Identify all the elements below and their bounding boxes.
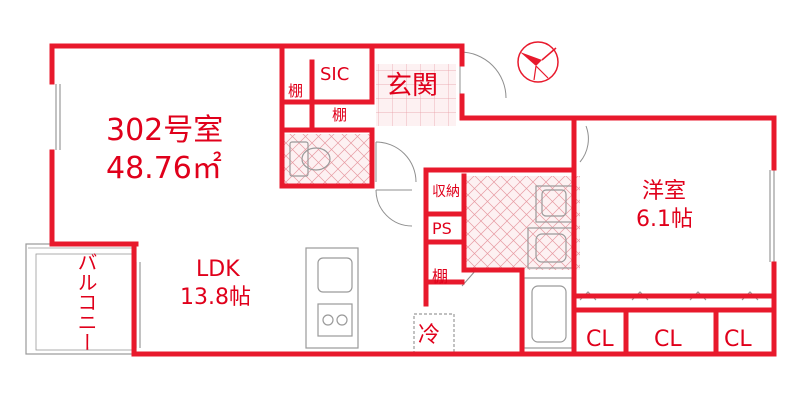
washroom-floor <box>464 176 580 270</box>
balcony-label: バルコニー <box>74 252 98 352</box>
closet-label-1: CL <box>586 327 614 352</box>
closet-label-3: CL <box>724 327 752 352</box>
north-arrow-icon <box>517 41 559 83</box>
shelf-label-b: 棚 <box>332 106 347 124</box>
western-room-size: 6.1帖 <box>636 207 693 232</box>
ldk-name: LDK <box>196 257 240 282</box>
unit-number: 302号室 <box>106 113 223 148</box>
shelf-label-a: 棚 <box>288 82 303 100</box>
ldk-size: 13.8帖 <box>180 285 251 310</box>
sic-label: SIC <box>320 64 349 85</box>
walls <box>49 43 777 357</box>
entrance-floor <box>376 64 456 126</box>
room-labels: 302号室 48.76㎡ LDK 13.8帖 洋室 6.1帖 玄関 SIC 棚 … <box>74 64 752 352</box>
ps-label: PS <box>432 219 452 238</box>
door-swings <box>375 51 589 287</box>
unit-area: 48.76㎡ <box>106 151 222 186</box>
fridge-label: 冷 <box>418 323 440 348</box>
balcony <box>25 243 137 355</box>
storage-label: 収納 <box>432 184 460 200</box>
fixtures <box>55 84 775 355</box>
entrance-label: 玄関 <box>386 71 438 101</box>
shelf-label-c: 棚 <box>432 267 448 286</box>
western-room-name: 洋室 <box>642 179 686 204</box>
closet-label-2: CL <box>654 327 682 352</box>
